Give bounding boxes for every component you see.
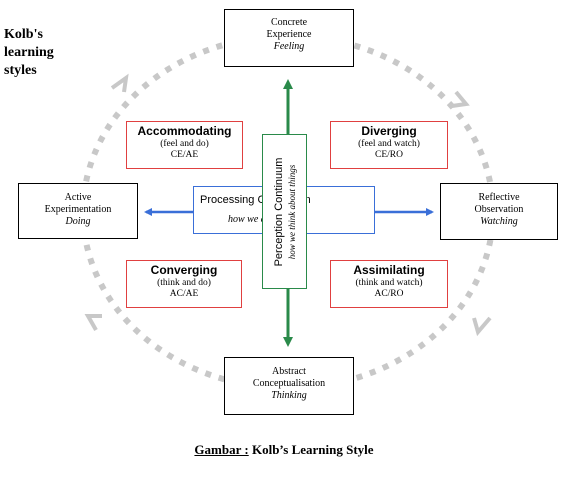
cycle-arrow-icon xyxy=(472,316,492,337)
diagram-title: Kolb's learning styles xyxy=(4,26,94,80)
style-name: Assimilating xyxy=(353,263,425,277)
pole-subtitle: Thinking xyxy=(271,390,307,401)
style-code: CE/RO xyxy=(375,150,403,160)
title-line: learning xyxy=(4,45,54,60)
figure-caption: Gambar : Kolb’s Learning Style xyxy=(0,442,568,458)
pole-subtitle: Watching xyxy=(480,216,518,227)
style-description: (feel and watch) xyxy=(358,139,420,149)
style-name: Converging xyxy=(150,263,218,277)
style-code: CE/AE xyxy=(170,150,199,160)
perception-continuum-label: Perception Continuum xyxy=(272,157,285,266)
style-code: AC/RO xyxy=(374,289,404,299)
pole-title: Active xyxy=(64,192,92,203)
pole-title: Experience xyxy=(266,29,312,40)
converging-box: Converging (think and do) AC/AE xyxy=(126,260,242,308)
pole-title: Observation xyxy=(474,204,524,215)
title-line: Kolb's xyxy=(4,27,43,42)
assimilating-box: Assimilating (think and watch) AC/RO xyxy=(330,260,448,308)
style-name: Accommodating xyxy=(137,124,232,138)
perception-continuum-subtitle: how we think about things xyxy=(286,164,297,259)
style-name: Diverging xyxy=(361,124,417,138)
caption-text: Kolb’s Learning Style xyxy=(248,442,374,457)
pole-title: Concrete xyxy=(270,17,308,28)
pole-subtitle: Feeling xyxy=(273,41,305,52)
reflective-observation-box: Reflective Observation Watching xyxy=(440,183,558,240)
perception-continuum-box: Perception Continuum how we think about … xyxy=(262,134,307,289)
caption-prefix: Gambar : xyxy=(194,442,249,457)
style-description: (feel and do) xyxy=(160,139,209,149)
style-description: (think and watch) xyxy=(355,278,423,288)
cycle-arrow-icon xyxy=(451,90,470,108)
cycle-arrow-icon xyxy=(110,73,129,93)
pole-title: Abstract xyxy=(272,366,306,377)
style-code: AC/AE xyxy=(169,289,199,299)
pole-subtitle: Doing xyxy=(65,216,91,227)
cycle-arrow-icon xyxy=(84,314,102,331)
title-line: styles xyxy=(4,63,37,78)
style-description: (think and do) xyxy=(157,278,211,288)
pole-title: Reflective xyxy=(478,192,520,203)
diverging-box: Diverging (feel and watch) CE/RO xyxy=(330,121,448,169)
accommodating-box: Accommodating (feel and do) CE/AE xyxy=(126,121,243,169)
pole-title: Conceptualisation xyxy=(252,378,326,389)
concrete-experience-box: Concrete Experience Feeling xyxy=(224,9,354,67)
perception-continuum-text: Perception Continuum how we think about … xyxy=(272,137,298,287)
active-experimentation-box: Active Experimentation Doing xyxy=(18,183,138,239)
pole-title: Experimentation xyxy=(44,204,112,215)
abstract-conceptualisation-box: Abstract Conceptualisation Thinking xyxy=(224,357,354,415)
